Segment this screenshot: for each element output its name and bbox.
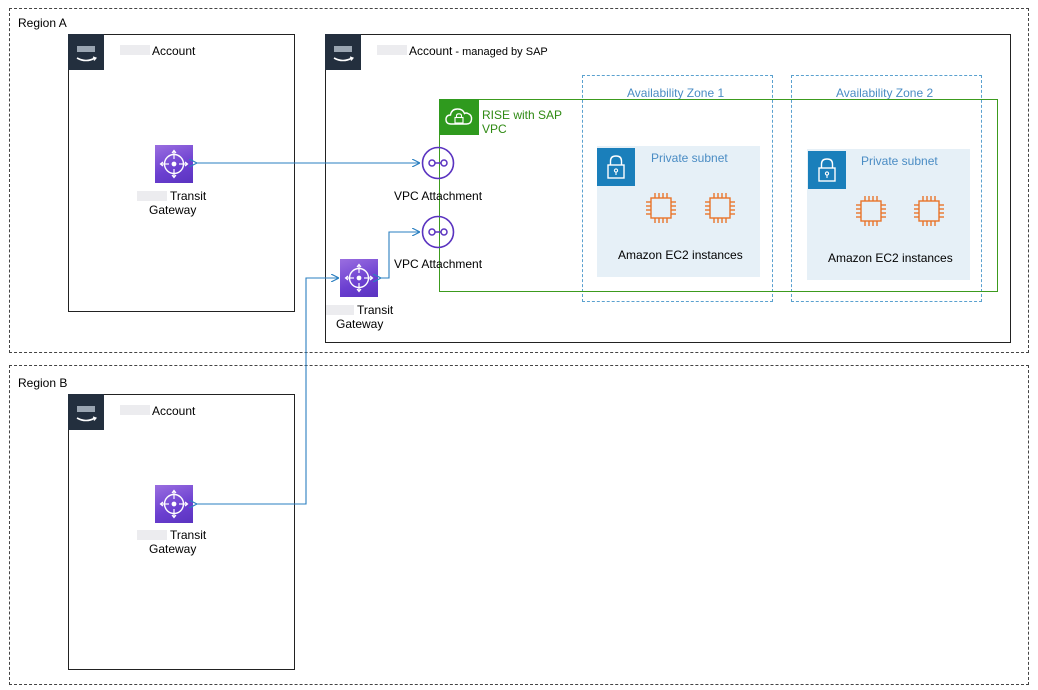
ec2-instance-icon (702, 190, 738, 226)
transit-gateway-icon (155, 145, 193, 183)
az1-label: Availability Zone 1 (627, 86, 725, 100)
region-b-label: Region B (18, 376, 68, 390)
tgw-a-label-line2: Gateway (149, 203, 197, 217)
az2-label: Availability Zone 2 (836, 86, 934, 100)
redacted-account-id (377, 45, 407, 55)
lock-icon (808, 151, 846, 189)
tgw-b-label-line1: Transit (170, 528, 207, 542)
tgw-sap-label-line1: Transit (357, 303, 394, 317)
account-sap-label-text: Account (409, 44, 453, 58)
vpc-attachment-1-label: VPC Attachment (394, 189, 483, 203)
vpc-attachment-icon (421, 146, 455, 180)
region-b (9, 365, 1029, 685)
account-a-box (68, 34, 295, 312)
vpc-label-line2: VPC (482, 122, 507, 136)
aws-account-icon (68, 34, 104, 70)
account-sap-label: Account - managed by SAP (409, 44, 548, 58)
connector-tgw-sap-to-attachment (380, 232, 419, 278)
tgw-a-label-line1: Transit (170, 189, 207, 203)
region-a-label: Region A (18, 16, 67, 30)
availability-zone-2 (791, 75, 982, 302)
redacted-account-id (120, 45, 150, 55)
rise-with-sap-vpc (439, 99, 998, 292)
subnet-az2-label: Private subnet (861, 154, 938, 168)
redacted-tgw-name (137, 191, 167, 201)
account-b-label: Account (152, 404, 196, 418)
ec2-az1-label: Amazon EC2 instances (618, 248, 743, 262)
connector-tgw-b-to-tgw-sap (196, 278, 338, 504)
vpc-attachment-icon (421, 215, 455, 249)
transit-gateway-icon (155, 485, 193, 523)
redacted-tgw-name (326, 305, 354, 315)
availability-zone-1 (582, 75, 773, 302)
aws-account-icon (325, 34, 361, 70)
redacted-account-id (120, 405, 150, 415)
transit-gateway-icon (340, 259, 378, 297)
tgw-b-label-line2: Gateway (149, 542, 197, 556)
aws-account-icon (68, 394, 104, 430)
subnet-az1-label: Private subnet (651, 151, 728, 165)
redacted-tgw-name (137, 530, 167, 540)
lock-icon (597, 148, 635, 186)
vpc-cloud-icon (439, 99, 479, 135)
ec2-az2-label: Amazon EC2 instances (828, 251, 953, 265)
tgw-sap-label-line2: Gateway (336, 317, 384, 331)
region-a (9, 8, 1029, 353)
ec2-instance-icon (853, 193, 889, 229)
ec2-instance-icon (911, 193, 947, 229)
vpc-label-line1: RISE with SAP (482, 108, 563, 122)
ec2-instance-icon (643, 190, 679, 226)
account-sap-suffix: - managed by SAP (452, 46, 548, 58)
account-a-label: Account (152, 44, 196, 58)
